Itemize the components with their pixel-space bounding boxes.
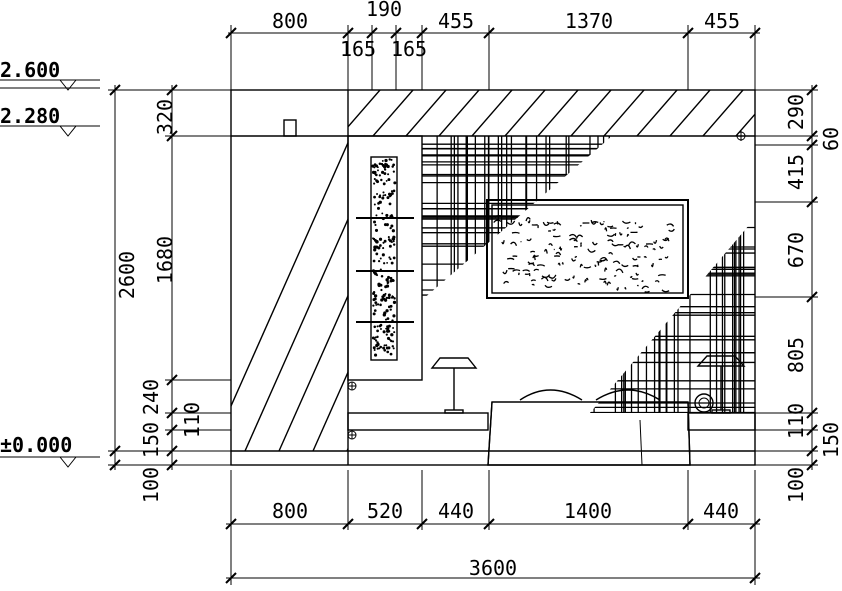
bottom-dim-total: 3600 [469, 556, 517, 580]
bottom-dim-440-b: 440 [703, 499, 739, 523]
top-dim-800: 800 [272, 9, 308, 33]
ceiling-fixture [736, 131, 746, 141]
top-dim-165-a: 165 [340, 37, 376, 61]
right-dim-415: 415 [784, 154, 808, 190]
right-dim-150: 150 [819, 422, 842, 458]
table-lamp-left [430, 357, 478, 414]
bottom-dim-520: 520 [367, 499, 403, 523]
left-dim-2600: 2600 [115, 251, 139, 299]
right-dim-110: 110 [784, 403, 808, 439]
level-label-2280: 2.280 [0, 104, 60, 128]
top-dim-455-b: 455 [704, 9, 740, 33]
left-dimension-chain: 2600 100 320 1680 240 110 150 [108, 84, 231, 503]
right-dim-100: 100 [784, 467, 808, 503]
bottom-dim-1400: 1400 [564, 499, 612, 523]
right-dimension-chain: 290 60 415 670 805 110 150 100 [755, 84, 842, 503]
level-marker-2280: 2.280 [0, 104, 100, 137]
top-dim-190: 190 [366, 0, 402, 21]
top-dim-455-a: 455 [438, 9, 474, 33]
left-dim-320: 320 [153, 99, 177, 135]
painting-foliage [493, 215, 675, 293]
right-dim-60: 60 [819, 127, 842, 151]
right-dim-805: 805 [784, 337, 808, 373]
display-niche [347, 135, 423, 440]
bedside-cabinet-right [687, 412, 756, 431]
bottom-dim-440-a: 440 [438, 499, 474, 523]
left-dim-240: 240 [139, 379, 163, 415]
level-label-0000: ±0.000 [0, 433, 72, 457]
top-dim-165-b: 165 [391, 37, 427, 61]
left-dim-110: 110 [180, 402, 204, 438]
level-label-2600: 2.600 [0, 58, 60, 82]
stone-texture [371, 158, 397, 357]
level-marker-2600: 2.600 [0, 58, 100, 91]
bottom-dim-800: 800 [272, 499, 308, 523]
bottom-dimension-chain: 800 520 440 1400 440 3600 [225, 470, 761, 585]
left-dim-150: 150 [139, 422, 163, 458]
top-dim-1370: 1370 [565, 9, 613, 33]
wardrobe-glass-hatch [231, 119, 348, 451]
left-dim-1680: 1680 [153, 236, 177, 284]
top-dimension-chain: 800 190 455 1370 455 165 165 [225, 0, 761, 90]
bed [487, 389, 691, 466]
framed-painting [486, 199, 689, 299]
ceiling-band-hatch [348, 90, 755, 137]
clock-icon [694, 393, 714, 413]
table-lamp-right [694, 355, 746, 414]
right-dim-290: 290 [784, 94, 808, 130]
right-dim-670: 670 [784, 232, 808, 268]
wall-outline [230, 89, 756, 466]
level-marker-0000: ±0.000 [0, 433, 100, 468]
wallpaper-grid-pattern [422, 136, 755, 413]
bedside-cabinet-left [347, 412, 489, 431]
left-dim-100: 100 [139, 467, 163, 503]
